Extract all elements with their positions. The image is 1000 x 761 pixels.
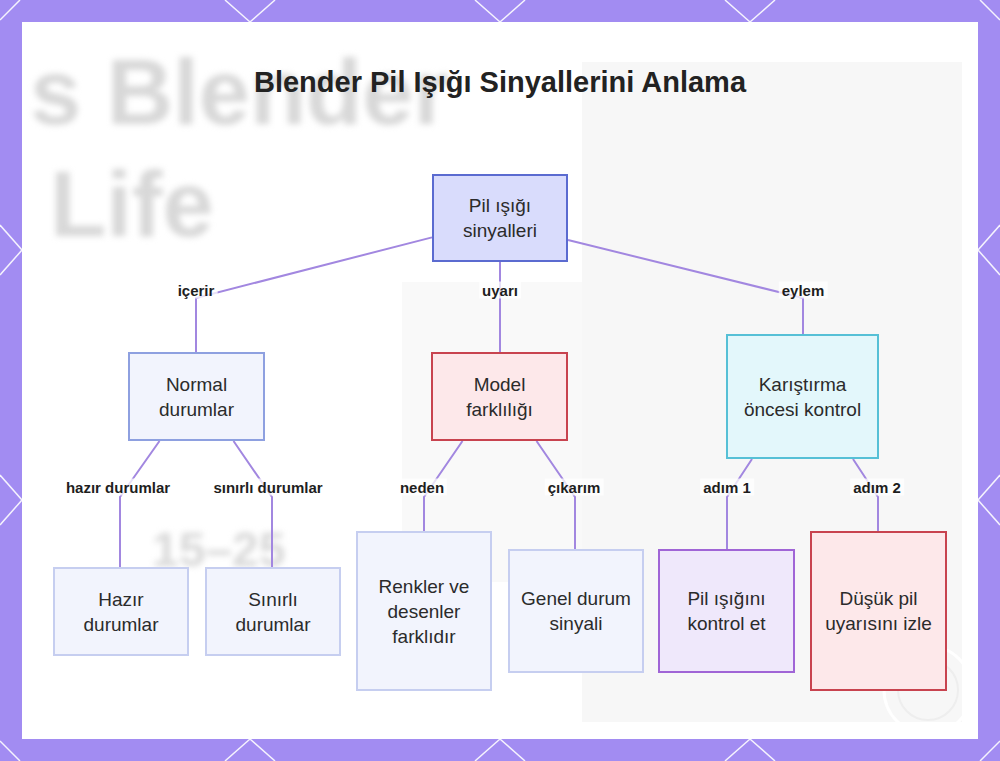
box-text-group: Model farklılığı xyxy=(443,372,556,422)
box-text-group: Sınırlı durumlar xyxy=(217,587,329,637)
edge-label: çıkarım xyxy=(545,479,604,496)
connector-line xyxy=(568,240,803,334)
box-text-group: Karıştırma öncesi kontrol xyxy=(738,372,867,422)
box-text: Normal durumlar xyxy=(140,372,253,422)
concept-box: Renkler ve desenler farklıdır xyxy=(356,531,492,691)
concept-box: Düşük pil uyarısını izle xyxy=(810,531,947,691)
box-text: Sınırlı durumlar xyxy=(217,587,329,637)
box-text: Renkler ve desenler farklıdır xyxy=(368,574,480,649)
concept-box: Normal durumlar xyxy=(128,352,265,441)
concept-box: Karıştırma öncesi kontrol xyxy=(726,334,879,459)
concept-box: Genel durum sinyali xyxy=(508,549,644,673)
edge-label: hazır durumlar xyxy=(63,479,173,496)
box-text: Pil ışığını kontrol et xyxy=(670,586,783,636)
box-text-group: Hazır durumlar xyxy=(65,587,177,637)
box-text-group: Renkler ve desenler farklıdır xyxy=(368,574,480,649)
edge-label: adım 2 xyxy=(850,479,904,496)
box-text: Hazır durumlar xyxy=(65,587,177,637)
concept-box: Hazır durumlar xyxy=(53,567,189,656)
connector-line xyxy=(196,237,432,352)
box-text-group: Düşük pil uyarısını izle xyxy=(822,586,935,636)
watermark-text: Life xyxy=(50,152,214,257)
edge-label: adım 1 xyxy=(700,479,754,496)
concept-box: Pil ışığını kontrol et xyxy=(658,549,795,673)
box-text: Pil ışığı sinyalleri xyxy=(444,193,556,243)
connector-line xyxy=(727,459,752,549)
connector-line xyxy=(233,441,272,567)
concept-box: Sınırlı durumlar xyxy=(205,567,341,656)
box-text-group: Genel durum sinyali xyxy=(520,586,632,636)
connector-line xyxy=(500,262,501,352)
box-text-group: Pil ışığını kontrol et xyxy=(670,586,783,636)
edge-label: içerir xyxy=(175,282,218,299)
box-text-group: Normal durumlar xyxy=(140,372,253,422)
box-text: Düşük pil uyarısını izle xyxy=(822,586,935,636)
box-text-group: Pil ışığı sinyalleri xyxy=(444,193,556,243)
connector-line xyxy=(120,441,160,567)
concept-box: Model farklılığı xyxy=(431,352,568,441)
box-text: Karıştırma öncesi kontrol xyxy=(738,372,867,422)
diagram-title: Blender Pil Işığı Sinyallerini Anlama xyxy=(250,64,750,100)
edge-label: eylem xyxy=(779,282,828,299)
edge-label: neden xyxy=(397,479,447,496)
edge-label: uyarı xyxy=(479,282,521,299)
box-text: Genel durum sinyali xyxy=(520,586,632,636)
concept-box: Pil ışığı sinyalleri xyxy=(432,174,568,262)
box-text: Model farklılığı xyxy=(443,372,556,422)
edge-label: sınırlı durumlar xyxy=(210,479,325,496)
